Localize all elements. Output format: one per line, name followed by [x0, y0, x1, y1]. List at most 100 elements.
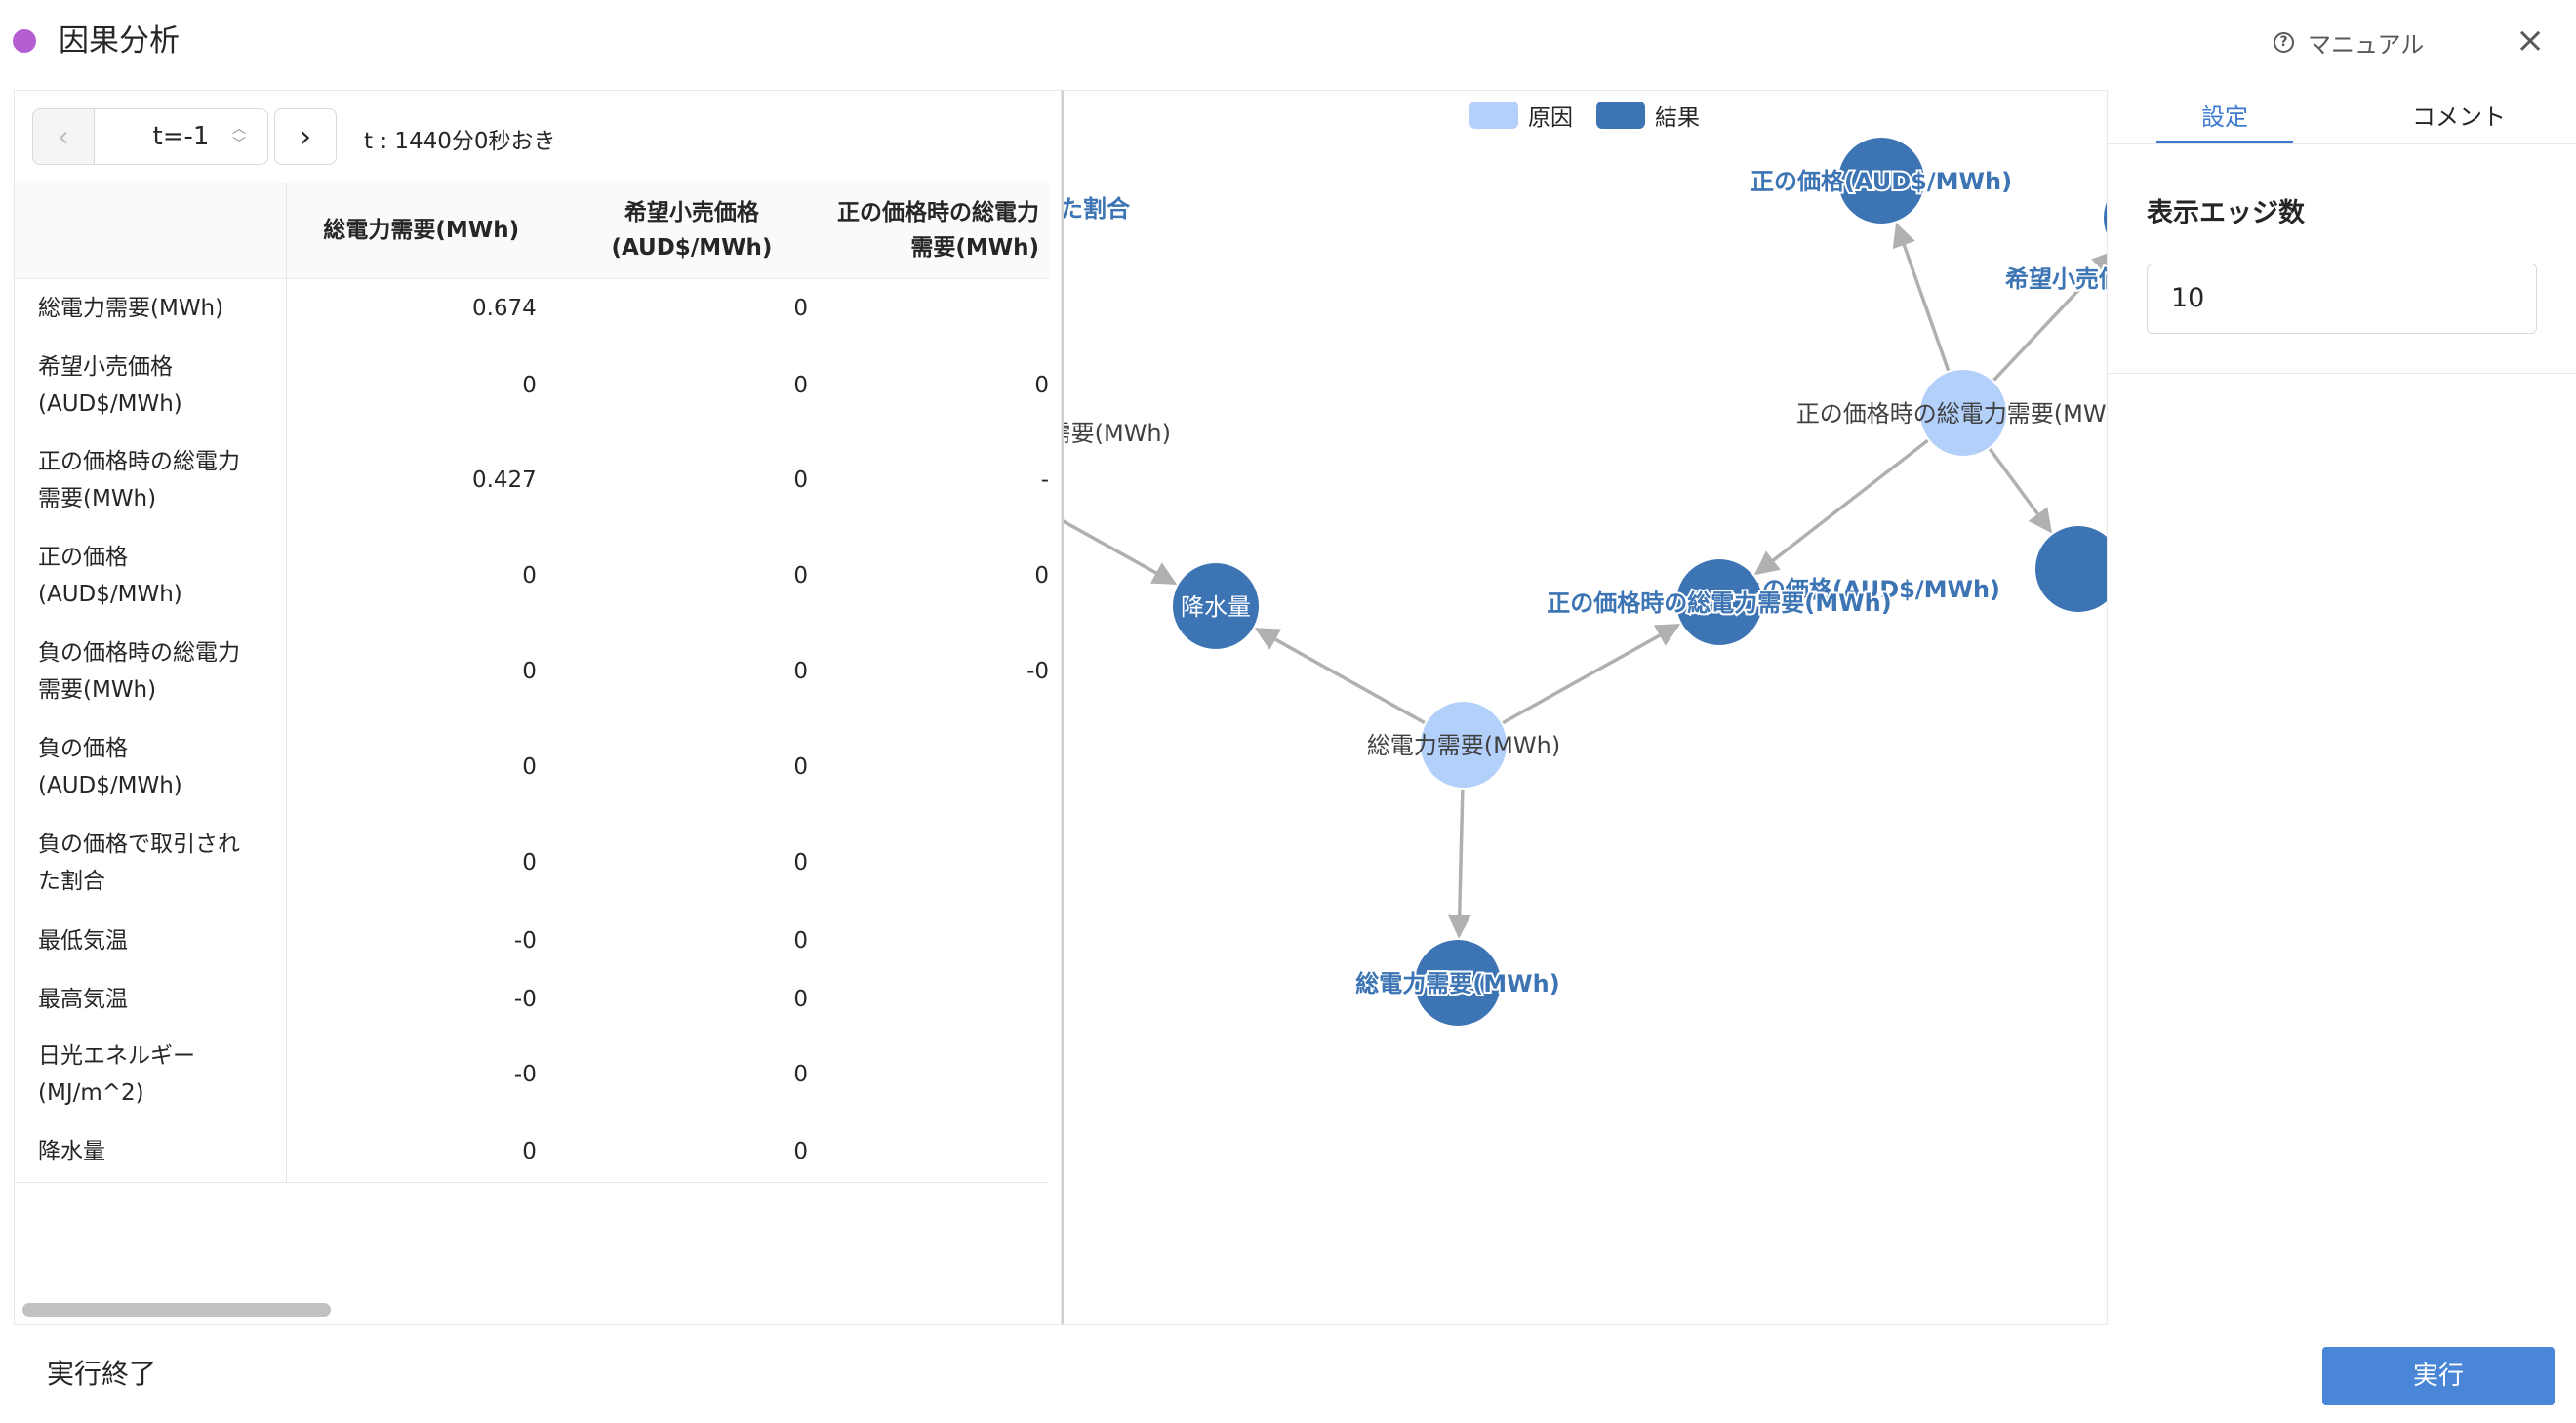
graph-node-label: 負の価格(AUD$/MWh) — [1739, 576, 2000, 603]
time-step-select[interactable]: t=-1 ︿﹀ — [95, 108, 268, 165]
table-cell: 0 — [793, 296, 808, 322]
graph-node-label: 希望小売価格 — [2005, 265, 2108, 293]
row-header: 最高気温 — [15, 971, 287, 1028]
table-header-row: 総電力需要(MWh) 希望小売価格(AUD$/MWh) 正の価格時の総電力需要(… — [15, 183, 1049, 279]
row-header: 正の価格(AUD$/MWh) — [15, 528, 287, 624]
next-step-button[interactable]: › — [274, 108, 337, 165]
settings-panel: 設定 コメント 表示エッジ数 10 — [2108, 90, 2576, 375]
graph-node-label: 降水量 — [1181, 593, 1251, 621]
table-cell: 0 — [793, 373, 808, 398]
graph-edge — [1892, 222, 1951, 372]
graph-node[interactable] — [1415, 940, 1501, 1026]
graph-edge — [1992, 250, 2107, 382]
table-cell: 0 — [793, 563, 808, 589]
table-cell: 0 — [286, 1121, 556, 1183]
run-button[interactable]: 実行 — [2322, 1347, 2555, 1405]
graph-node[interactable] — [2035, 526, 2108, 612]
table-cell: -0 — [1026, 659, 1049, 684]
column-header: 正の価格時の総電力需要(MWh) — [826, 183, 1049, 279]
legend-label: 原因 — [1528, 105, 1573, 131]
table-cell: 0 — [793, 987, 808, 1012]
graph-node-label: 正の価格時の総電力需要(MWh) — [1547, 590, 1891, 617]
tab-settings[interactable]: 設定 — [2108, 90, 2342, 143]
graph-edge — [1064, 519, 1178, 586]
dialog-title: 因果分析 — [59, 23, 180, 59]
row-header: 正の価格時の総電力需要(MWh) — [15, 432, 287, 528]
prev-step-button[interactable]: ‹ — [32, 108, 95, 165]
horizontal-scrollbar[interactable] — [22, 1303, 331, 1317]
close-icon[interactable]: × — [2516, 20, 2546, 61]
corner-cell — [15, 183, 287, 279]
graph-edge — [1447, 789, 1471, 939]
causal-graph[interactable]: 正の価格(AUD$/MWh)希望小売価格正の価格時の総電力需要(MWh)負の価格… — [1064, 91, 2108, 1325]
table-cell: 0 — [793, 928, 808, 954]
time-step-value: t=-1 — [152, 122, 210, 151]
coefficient-grid: 総電力需要(MWh) 希望小売価格(AUD$/MWh) 正の価格時の総電力需要(… — [15, 183, 1049, 1217]
manual-link[interactable]: ? マニュアル — [2274, 25, 2424, 60]
graph-node[interactable] — [1421, 702, 1507, 788]
table-cell: 0 — [555, 1121, 827, 1183]
graph-node[interactable] — [1838, 138, 1924, 224]
help-circle-icon: ? — [2274, 32, 2294, 53]
table-cell: 0 — [522, 850, 537, 875]
row-header: 負の価格で取引された割合 — [15, 815, 287, 911]
row-header: 降水量 — [15, 1121, 287, 1183]
graph-node[interactable] — [1173, 563, 1259, 649]
table-cell: 0 — [793, 1062, 808, 1087]
table-cell: 0 — [793, 754, 808, 780]
table-cell: 0.674 — [471, 296, 537, 322]
coefficient-table-panel: ‹ t=-1 ︿﹀ › t : 1440分0秒おき 総電力需要(MWh) 希望小… — [14, 90, 1062, 1325]
tab-comment[interactable]: コメント — [2412, 103, 2506, 131]
table-cell: -0 — [513, 987, 537, 1012]
column-header: 希望小売価格(AUD$/MWh) — [555, 183, 827, 279]
settings-divider — [2108, 373, 2576, 374]
status-dot-icon — [13, 29, 36, 53]
manual-label: マニュアル — [2308, 31, 2425, 59]
legend-swatch — [1596, 102, 1645, 129]
row-header: 最低気温 — [15, 911, 287, 971]
edge-count-label: 表示エッジ数 — [2147, 198, 2305, 228]
table-row: 負の価格で取引された割合 0 0 — [15, 815, 1049, 911]
graph-edge — [1753, 438, 1929, 576]
table-row: 最高気温 -0 0 — [15, 971, 1049, 1028]
table-cell: 0.427 — [471, 468, 537, 493]
table-row: 希望小売価格(AUD$/MWh) 0 0 0 — [15, 339, 1049, 432]
column-header: 総電力需要(MWh) — [286, 183, 556, 279]
table-cell — [827, 278, 1049, 339]
graph-node[interactable] — [1676, 559, 1762, 645]
legend-swatch — [1469, 102, 1518, 129]
edge-count-input[interactable]: 10 — [2147, 264, 2537, 334]
coefficient-table: 総電力需要(MWh) 希望小売価格(AUD$/MWh) 正の価格時の総電力需要(… — [15, 183, 1049, 1183]
table-cell — [827, 911, 1049, 971]
causal-graph-panel[interactable]: 正の価格(AUD$/MWh)希望小売価格正の価格時の総電力需要(MWh)負の価格… — [1062, 90, 2108, 1325]
up-down-arrows-icon: ︿﹀ — [232, 121, 246, 152]
table-cell: 0 — [1034, 373, 1049, 398]
graph-node[interactable] — [2104, 175, 2108, 261]
table-cell: - — [1040, 468, 1049, 493]
table-cell: 0 — [793, 850, 808, 875]
row-header: 総電力需要(MWh) — [15, 278, 287, 339]
graph-legend: 原因 結果 — [1469, 99, 1723, 132]
table-cell — [827, 815, 1049, 911]
graph-node-label: 正の価格(AUD$/MWh) — [1751, 168, 2012, 195]
graph-node[interactable] — [1920, 370, 2006, 456]
row-header: 日光エネルギー(MJ/m^2) — [15, 1028, 287, 1121]
row-header: 負の価格(AUD$/MWh) — [15, 719, 287, 815]
table-cell: 0 — [1034, 563, 1049, 589]
row-header: 希望小売価格(AUD$/MWh) — [15, 339, 287, 432]
row-header: 負の価格時の総電力需要(MWh) — [15, 624, 287, 719]
table-cell: 0 — [522, 373, 537, 398]
graph-edge — [1988, 447, 2052, 534]
table-cell — [826, 1121, 1049, 1183]
graph-node-label: 正の価格時の総電力需要(MWh) — [1796, 400, 2108, 427]
legend-item-effect: 結果 — [1596, 99, 1700, 132]
table-cell: 0 — [522, 754, 537, 780]
graph-node-label: 総電力需要(MWh) — [1355, 970, 1559, 997]
end-execution-button[interactable]: 実行終了 — [47, 1358, 157, 1390]
